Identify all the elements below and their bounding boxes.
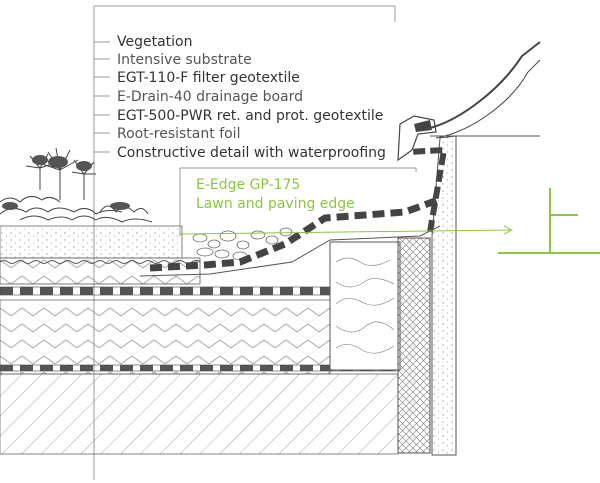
- coping-flashing: [414, 120, 432, 132]
- timber-insulation: [329, 241, 401, 371]
- base-slab: [0, 373, 399, 455]
- vegetation-fill: [2, 155, 130, 210]
- waterproofing-band-upper: [0, 286, 331, 296]
- product-description: Lawn and paving edge: [196, 196, 355, 212]
- product-name: E-Edge GP-175: [196, 177, 301, 193]
- sloped-membrane: [149, 196, 440, 272]
- concrete-slab: [0, 299, 331, 375]
- sloped-layer-outline: [139, 225, 441, 277]
- label-retention-geotextile: EGT-500-PWR ret. and prot. geotextile: [117, 108, 384, 124]
- gravel-bed: [192, 227, 293, 261]
- intensive-substrate: [0, 225, 183, 259]
- drainage-board: [0, 257, 201, 285]
- label-drainage-board: E-Drain-40 drainage board: [117, 89, 304, 105]
- drainage-board-wave: [0, 260, 201, 264]
- side-insulation: [397, 237, 431, 454]
- label-root-resistant-foil: Root-resistant foil: [117, 126, 241, 142]
- label-intensive-substrate: Intensive substrate: [117, 52, 252, 68]
- e-edge-callout: [179, 188, 600, 254]
- timber-grain: [335, 257, 395, 354]
- roof-light-glazing: [429, 41, 541, 129]
- roof-light-inner: [435, 59, 541, 139]
- label-vegetation: Vegetation: [117, 34, 193, 50]
- parapet-wall: [431, 135, 457, 456]
- label-constructive-detail: Constructive detail with waterproofing: [117, 145, 386, 161]
- label-filter-geotextile: EGT-110-F filter geotextile: [117, 70, 300, 86]
- parapet-membrane: [407, 146, 448, 233]
